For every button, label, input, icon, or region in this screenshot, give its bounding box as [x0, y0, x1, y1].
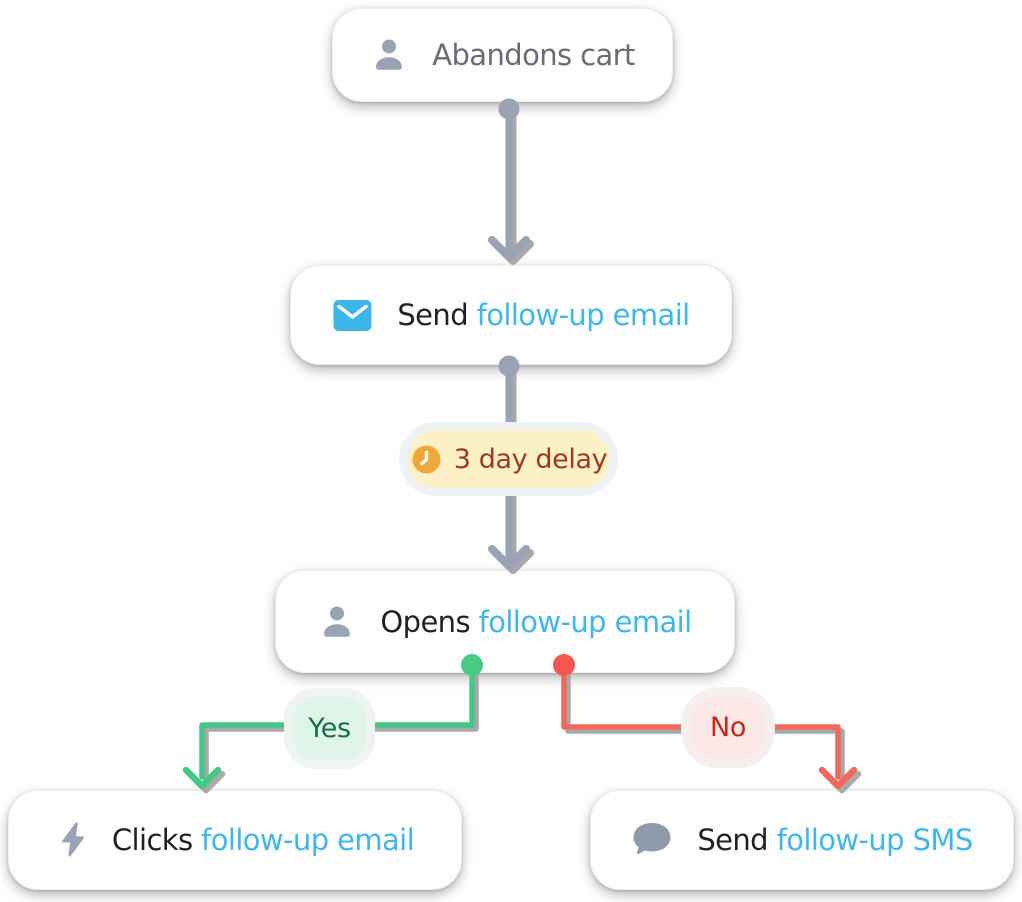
node-abandons-cart[interactable]: Abandons cart [332, 8, 673, 102]
person-icon [324, 605, 351, 637]
no-badge-label: No [710, 712, 746, 743]
arrowhead-yes-branch [182, 766, 222, 790]
node-opens-followup-email[interactable]: Opens follow-up email [275, 570, 735, 673]
clock-icon [412, 444, 441, 474]
chat-bubble-icon [633, 823, 671, 855]
person-icon [376, 39, 403, 70]
node-send-followup-sms[interactable]: Send follow-up SMS [590, 790, 1014, 890]
yes-branch-badge[interactable]: Yes [293, 697, 366, 760]
node-label: Send follow-up email [397, 298, 690, 332]
arrowhead-to-opens [488, 545, 530, 570]
arrowhead-to-email [488, 236, 530, 261]
node-label: Abandons cart [432, 38, 635, 72]
yes-badge-label: Yes [308, 713, 351, 744]
node-label: Send follow-up SMS [697, 823, 973, 857]
bolt-icon [62, 822, 84, 857]
node-label: Clicks follow-up email [111, 823, 415, 857]
no-branch-badge[interactable]: No [690, 696, 766, 759]
delay-badge-label: 3 day delay [453, 443, 608, 475]
envelope-icon [333, 299, 372, 331]
node-clicks-followup-email[interactable]: Clicks follow-up email [8, 790, 462, 890]
node-label: Opens follow-up email [380, 604, 692, 639]
arrowhead-no-branch [818, 766, 858, 790]
node-send-followup-email[interactable]: Send follow-up email [290, 265, 732, 365]
delay-badge[interactable]: 3 day delay [407, 430, 610, 488]
